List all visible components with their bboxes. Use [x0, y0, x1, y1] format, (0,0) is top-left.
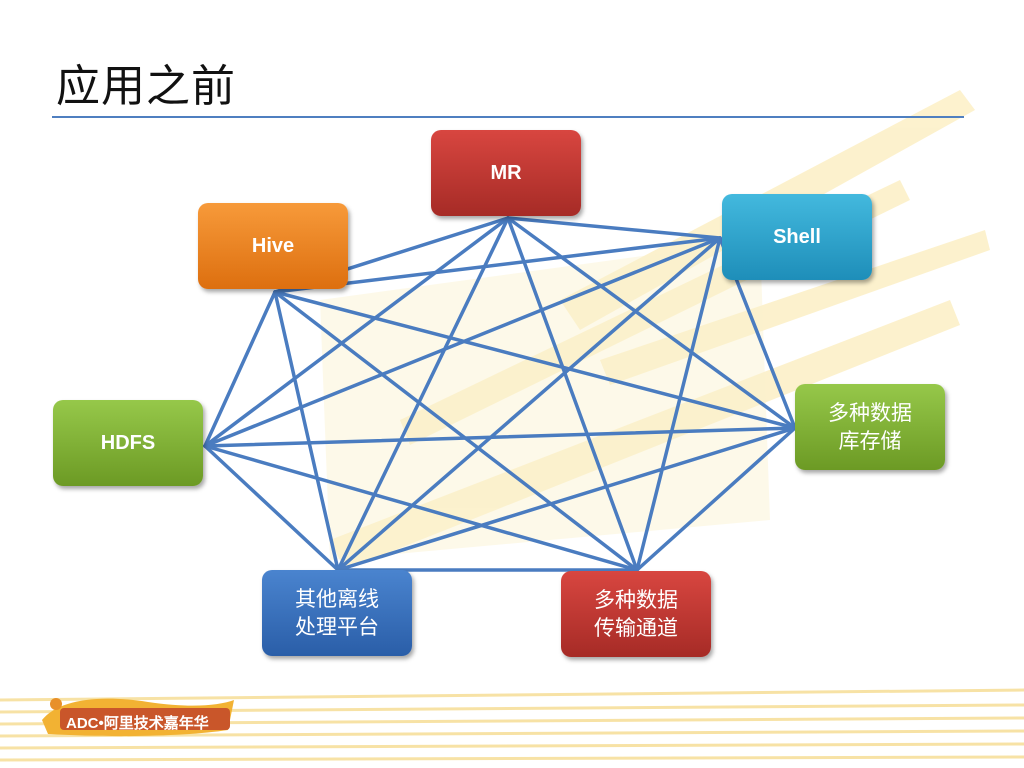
edge-hive-store	[273, 290, 797, 430]
edge-shell-offline	[336, 236, 722, 572]
edge-mr-store	[506, 216, 797, 430]
node-transfer-channel[interactable]: 多种数据 传输通道	[561, 571, 711, 657]
node-hdfs[interactable]: HDFS	[53, 400, 203, 486]
node-hive[interactable]: Hive	[198, 203, 348, 289]
node-shell-label: Shell	[773, 226, 821, 248]
center-glow	[320, 240, 770, 560]
edge-hive-channel	[273, 290, 639, 572]
edge-store-channel	[635, 426, 797, 572]
edge-shell-hdfs	[203, 236, 722, 448]
edge-hive-offline	[273, 290, 340, 572]
node-mr-label: MR	[490, 162, 522, 184]
bottom-brush	[0, 688, 1024, 762]
page-title: 应用之前	[56, 61, 236, 112]
edge-hdfs-store	[203, 426, 797, 448]
node-database-storage-label: 多种数据 库存储	[828, 401, 912, 453]
logo-text: ADC•阿里技术嘉年华	[66, 715, 209, 732]
edge-hive-shell	[273, 236, 722, 294]
node-offline-platform-label: 其他离线 处理平台	[295, 587, 379, 639]
node-database-storage[interactable]: 多种数据 库存储	[795, 384, 945, 470]
edge-hdfs-offline	[203, 444, 340, 572]
node-offline-platform[interactable]: 其他离线 处理平台	[262, 570, 412, 656]
node-mr[interactable]: MR	[431, 130, 581, 216]
edge-hdfs-channel	[203, 444, 639, 572]
edge-shell-channel	[635, 236, 722, 572]
adc-logo	[42, 698, 234, 737]
edge-hive-hdfs	[203, 290, 277, 448]
edge-mr-shell	[506, 216, 722, 240]
node-hive-label: Hive	[251, 235, 295, 257]
edge-mr-offline	[336, 216, 510, 572]
node-hdfs-label: HDFS	[100, 432, 156, 454]
node-shell[interactable]: Shell	[722, 194, 872, 280]
edge-store-offline	[336, 426, 797, 572]
title-underline	[52, 116, 964, 118]
edge-mr-channel	[506, 216, 639, 572]
node-transfer-channel-label: 多种数据 传输通道	[594, 588, 678, 640]
edge-mr-hdfs	[203, 216, 510, 448]
